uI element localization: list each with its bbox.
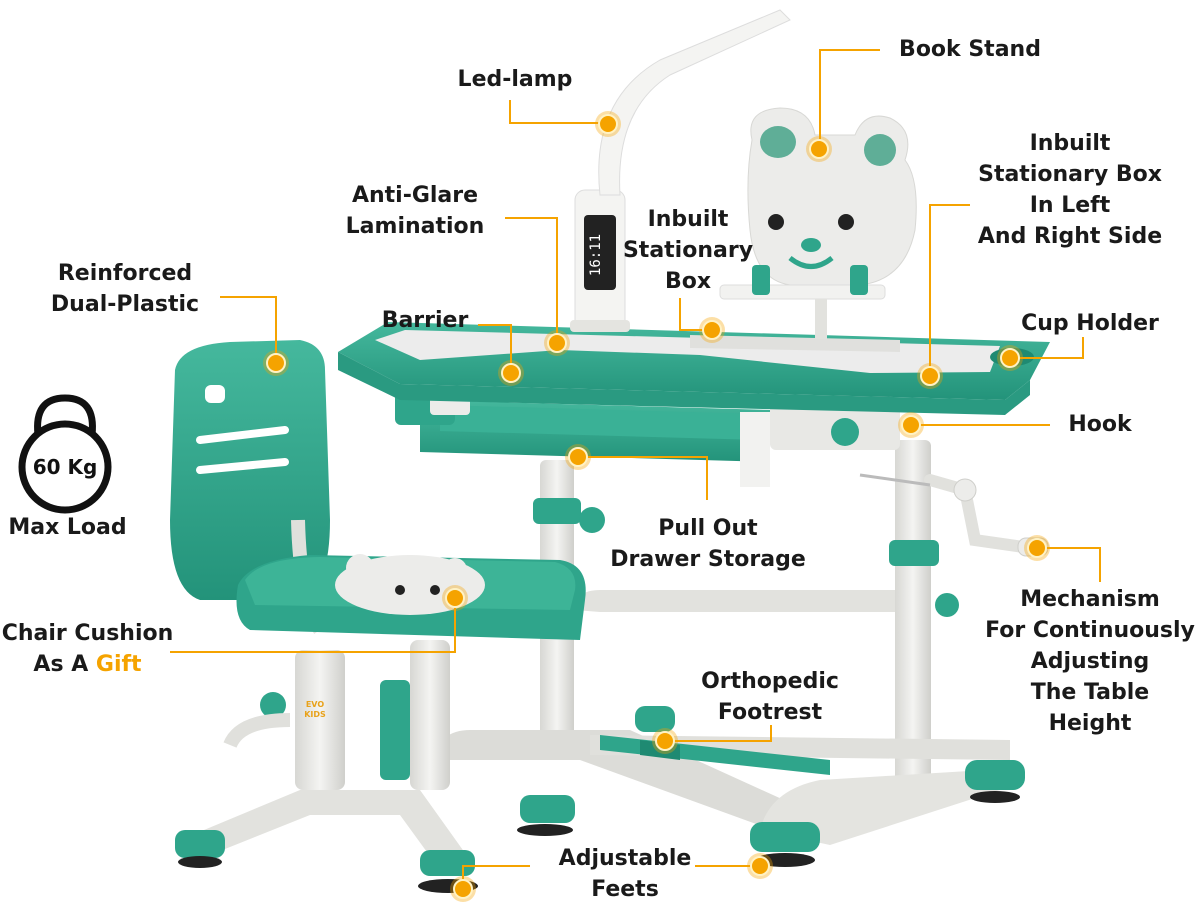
label-mechanism: Mechanism For Continuously Adjusting The…	[985, 587, 1195, 736]
marker-reinforced	[263, 350, 289, 376]
marker-chair-cushion	[442, 585, 468, 611]
marker-led-lamp	[595, 111, 621, 137]
label-hook: Hook	[1068, 412, 1132, 437]
led-lamp-shape: 16:11	[570, 9, 791, 332]
book-stand-shape	[719, 107, 917, 339]
marker-anti-glare	[544, 330, 570, 356]
callout-markers	[263, 111, 1050, 902]
marker-hook	[898, 412, 924, 438]
label-book-stand: Book Stand	[899, 37, 1041, 62]
desk-frame	[430, 440, 1025, 867]
label-stationary-box-lr: Inbuilt Stationary Box In Left And Right…	[977, 131, 1163, 249]
label-footrest: Orthopedic Footrest	[701, 669, 839, 725]
marker-barrier	[498, 360, 524, 386]
marker-cup-holder	[997, 345, 1023, 371]
crank-handle	[859, 473, 1049, 557]
marker-pull-out	[565, 444, 591, 470]
label-stationary-box: Inbuilt Stationary Box	[622, 207, 754, 294]
label-anti-glare: Anti-Glare Lamination	[345, 183, 485, 239]
label-pull-out: Pull Out Drawer Storage	[610, 516, 806, 572]
marker-feet-right	[747, 853, 773, 879]
label-led-lamp: Led-lamp	[457, 67, 573, 92]
label-cup-holder: Cup Holder	[1021, 311, 1159, 336]
marker-stationary-box	[699, 317, 725, 343]
marker-stationary-box-lr	[917, 363, 943, 389]
chair-shape	[170, 340, 586, 893]
label-max-load: Max Load	[8, 515, 127, 540]
marker-book-stand	[806, 136, 832, 162]
brand-badge: EVO KIDS	[304, 700, 326, 719]
label-chair-cushion: Chair Cushion As A Gift	[1, 621, 174, 677]
svg-text:16:11: 16:11	[588, 234, 604, 276]
label-reinforced: Reinforced Dual-Plastic	[50, 261, 200, 317]
label-barrier: Barrier	[381, 308, 469, 333]
load-value: 60 Kg	[32, 455, 98, 479]
marker-mechanism	[1024, 535, 1050, 561]
gift-highlight: Gift	[95, 652, 142, 677]
marker-footrest	[652, 728, 678, 754]
drawer-shape	[420, 400, 770, 487]
kettlebell-icon	[18, 394, 112, 514]
label-adjustable-feet: Adjustable Feets	[558, 846, 692, 902]
marker-feet-left	[450, 876, 476, 902]
